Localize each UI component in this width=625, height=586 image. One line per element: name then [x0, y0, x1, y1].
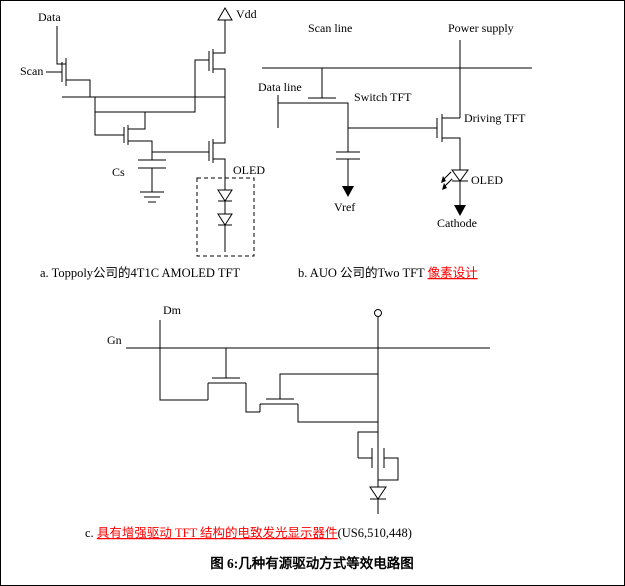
- label-data: Data: [38, 10, 61, 24]
- label-scan: Scan: [20, 64, 43, 78]
- storage-capacitor: [336, 151, 360, 160]
- figure-title: 图 6:几种有源驱动方式等效电路图: [210, 555, 414, 571]
- caption-c-link[interactable]: 具有增强驱动 TFT 结构的电致发光显示器件: [97, 525, 338, 540]
- label-data-line: Data line: [258, 80, 302, 94]
- caption-c-prefix: c.: [85, 526, 97, 540]
- cathode-arrow-icon: [454, 205, 466, 216]
- caption-c: c. 具有增强驱动 TFT 结构的电致发光显示器件(US6,510,448): [85, 525, 412, 540]
- label-gn: Gn: [107, 333, 122, 347]
- oled-dashed-box: [196, 177, 255, 257]
- label-dm: Dm: [163, 303, 182, 317]
- caption-b: b. AUO 公司的Two TFT 像素设计: [298, 265, 478, 280]
- led-arrow-head: [441, 176, 446, 183]
- label-power-supply: Power supply: [448, 21, 514, 35]
- cs-capacitor: [138, 159, 166, 169]
- ground-icon: [140, 191, 164, 203]
- terminal-node-icon: [374, 309, 382, 317]
- circuit-b: Scan line Power supply Data line Switch …: [258, 21, 532, 280]
- label-switch-tft: Switch TFT: [354, 90, 412, 104]
- circuit-c-wires: [126, 317, 490, 514]
- diode-triangle: [217, 213, 233, 226]
- diode-triangle: [369, 486, 387, 500]
- oled-diode-b: [441, 169, 469, 190]
- label-cs: Cs: [112, 165, 125, 179]
- diode-triangle: [217, 189, 233, 202]
- oled-diode-2: [217, 213, 233, 226]
- label-oled-a: OLED: [233, 163, 265, 177]
- caption-c-suffix: (US6,510,448): [338, 526, 412, 540]
- label-driving-tft: Driving TFT: [464, 111, 526, 125]
- label-cathode: Cathode: [437, 216, 477, 230]
- oled-diode-c: [369, 486, 387, 500]
- vdd-triangle-icon: [217, 7, 233, 21]
- led-arrow-head: [442, 183, 447, 190]
- circuit-a-wires: [46, 20, 226, 252]
- label-scan-line: Scan line: [308, 21, 352, 35]
- caption-b-black: b. AUO 公司的Two TFT: [298, 265, 428, 280]
- vref-arrow-icon: [342, 186, 354, 197]
- circuit-b-wires: [262, 40, 532, 205]
- label-vdd: Vdd: [236, 7, 257, 21]
- label-oled-b: OLED: [471, 173, 503, 187]
- oled-diode-1: [217, 189, 233, 202]
- label-vref: Vref: [334, 200, 355, 214]
- caption-b-link[interactable]: 像素设计: [428, 265, 478, 280]
- circuit-c: Dm Gn c. 具有增强驱动 TFT 结构的电致发光显示器件(US6,510,…: [85, 303, 490, 540]
- circuit-a: Data Scan Vdd Cs OLED a. Toppoly公司的4T1C …: [20, 7, 265, 280]
- caption-a: a. Toppoly公司的4T1C AMOLED TFT: [40, 265, 240, 280]
- diode-triangle: [451, 169, 469, 182]
